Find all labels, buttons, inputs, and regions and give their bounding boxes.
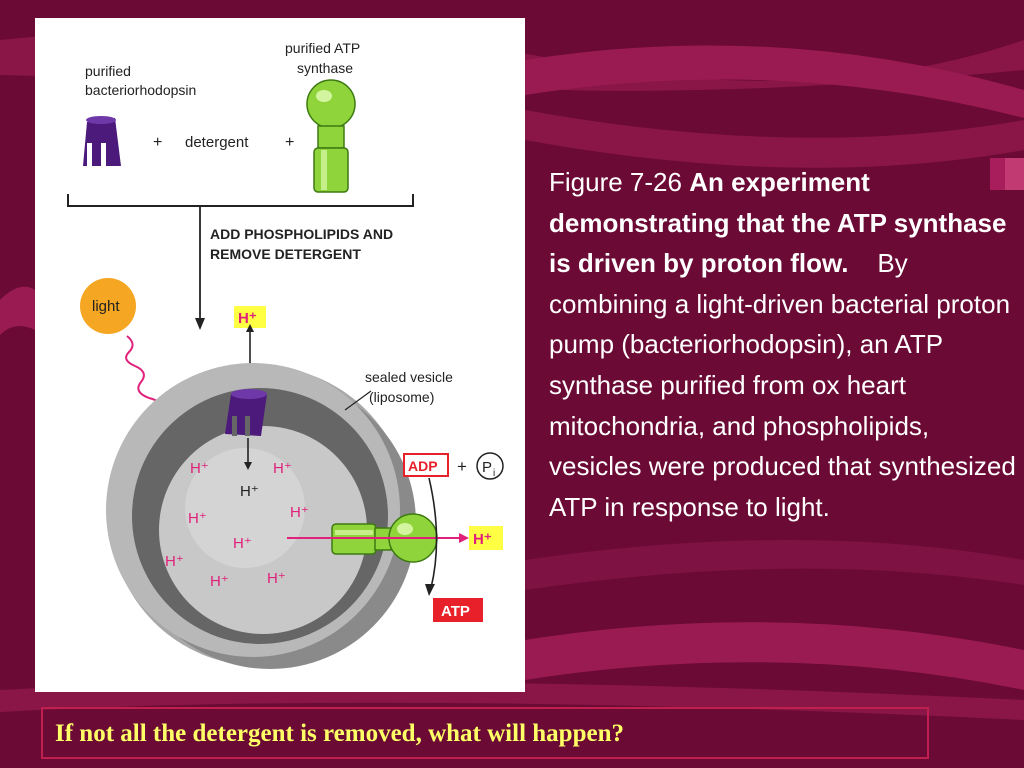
adp-box [403,453,449,477]
label-atp-synthase-line1: purified ATP [285,40,360,56]
atp-formation-arrow [428,477,438,589]
label-bacteriorhodopsin-line1: purified [85,63,131,79]
figure-title: An experiment demonstrating that the ATP… [549,167,1007,279]
bacteriorhodopsin-pump [225,389,267,436]
pi-circle [476,452,504,480]
plus-sign-3: + [457,457,467,476]
proton-top-box [234,306,266,328]
question-box: If not all the detergent is removed, wha… [41,707,929,759]
label-bacteriorhodopsin-line2: bacteriorhodopsin [85,82,196,98]
atp-synthase-icon [306,79,356,193]
light-source-icon [80,278,136,334]
proton-inside: H⁺ [267,570,286,587]
figure-panel: purified bacteriorhodopsin purified ATP … [35,18,525,692]
plus-sign-1: + [153,134,162,151]
proton-inside-black: H⁺ [240,483,259,500]
vesicle-label-line2: (liposome) [369,389,434,405]
figure-body: By combining a light-driven bacterial pr… [549,248,1016,522]
proton-inside: H⁺ [165,553,184,570]
proton-inside: H⁺ [273,460,292,477]
label-atp-synthase-line2: synthase [297,60,353,76]
light-label: light [92,298,120,315]
proton-top-label: H⁺ [238,310,257,327]
proton-inside: H⁺ [233,535,252,552]
proton-out-box [469,526,503,550]
vesicle-label-line1: sealed vesicle [365,369,453,385]
atp-label: ATP [441,603,470,620]
step-label-line1: ADD PHOSPHOLIPIDS AND [210,226,393,242]
plus-sign-2: + [285,134,294,151]
proton-inside: H⁺ [188,510,207,527]
adp-label: ADP [408,458,438,474]
combine-bracket [67,194,414,207]
pi-label: P [482,459,492,476]
proton-inside: H⁺ [290,504,309,521]
proton-inside: H⁺ [210,573,229,590]
sealed-vesicle [106,363,416,669]
figure-number: Figure 7-26 [549,167,682,197]
figure-caption: Figure 7-26 An experiment demonstrating … [549,162,1019,527]
pi-subscript: i [493,468,495,479]
experiment-diagram: purified bacteriorhodopsin purified ATP … [67,40,504,669]
atp-box [433,598,483,622]
detergent-label: detergent [185,134,249,151]
bacteriorhodopsin-icon [83,116,121,167]
question-text: If not all the detergent is removed, wha… [55,720,624,747]
step-label-line2: REMOVE DETERGENT [210,246,361,262]
proton-out-label: H⁺ [473,531,492,548]
proton-inside: H⁺ [190,460,209,477]
